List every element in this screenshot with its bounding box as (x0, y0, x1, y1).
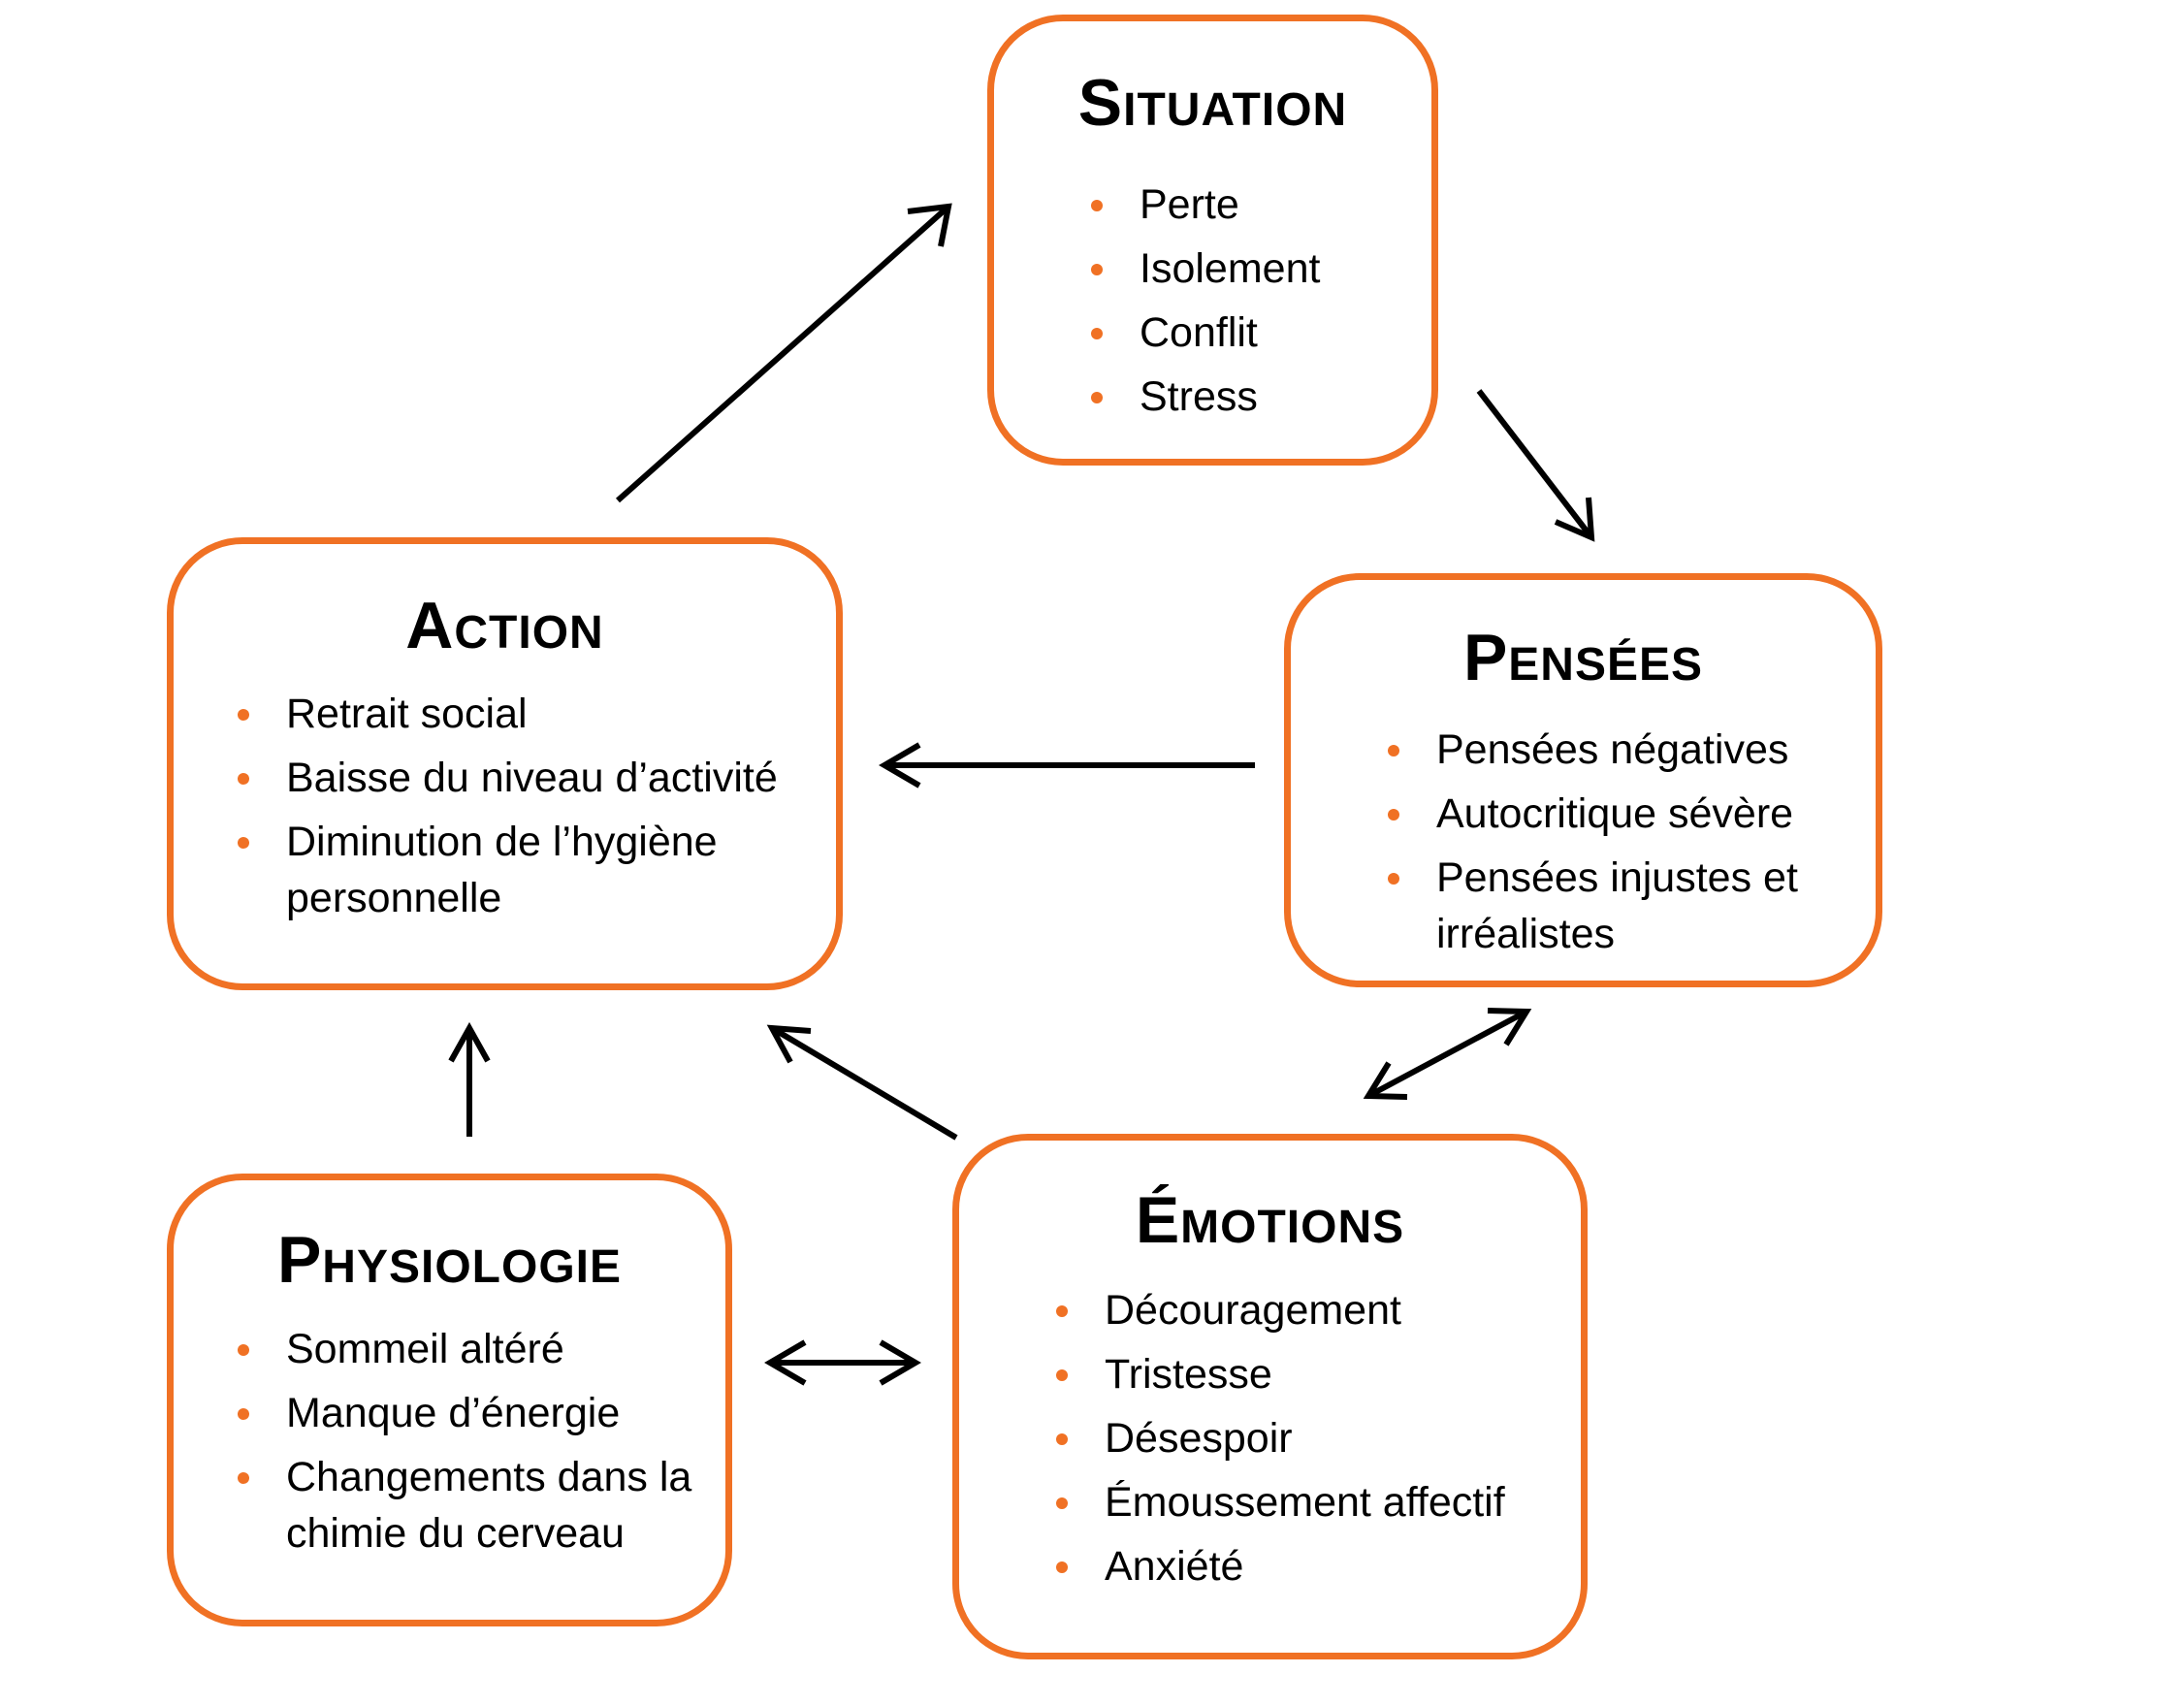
bullet-icon (1056, 1305, 1068, 1317)
item-list: Pensées négatives Autocritique sévère Pe… (1388, 722, 1844, 970)
arrowhead-emotions-end-2 (879, 1339, 921, 1386)
bullet-icon (1388, 809, 1399, 821)
box-physiologie: Physiologie Sommeil altéré Manque d’éner… (167, 1174, 732, 1626)
bullet-icon (238, 837, 249, 849)
item-list: Retrait social Baisse du niveau d’activi… (238, 686, 819, 934)
list-item: Changements dans la chimie du cerveau (238, 1449, 723, 1561)
list-item: Autocritique sévère (1388, 786, 1844, 842)
bullet-icon (1056, 1561, 1068, 1573)
item-list: Perte Isolement Conflit Stress (1091, 177, 1320, 433)
box-title: Situation (1077, 66, 1348, 140)
list-item: Sommeil altéré (238, 1321, 723, 1377)
arrowhead-situation (907, 203, 952, 247)
list-item-text: Sommeil altéré (286, 1326, 564, 1372)
list-item-text: Pensées injustes et irréalistes (1436, 854, 1798, 957)
arrow-pensees-emotions (1366, 1009, 1528, 1099)
list-item-text: Perte (1140, 181, 1239, 228)
bullet-icon (1091, 328, 1103, 339)
list-item-text: Manque d’énergie (286, 1390, 621, 1436)
bullet-icon (238, 1472, 249, 1484)
box-title: Émotions (1135, 1183, 1405, 1257)
box-action: Action Retrait social Baisse du niveau d… (167, 537, 843, 990)
bullet-icon (1388, 873, 1399, 885)
list-item-text: Stress (1140, 373, 1258, 420)
arrow-emotions-to-action (770, 1025, 958, 1141)
box-title: Physiologie (276, 1223, 623, 1297)
list-item: Perte (1091, 177, 1320, 233)
list-item-text: Conflit (1140, 309, 1258, 356)
list-item: Isolement (1091, 241, 1320, 297)
bullet-icon (1056, 1369, 1068, 1381)
list-item-text: Tristesse (1105, 1351, 1272, 1398)
list-item-text: Désespoir (1105, 1415, 1293, 1462)
bullet-icon (1056, 1433, 1068, 1445)
arrow-situation-to-pensees (1476, 389, 1594, 539)
list-item-text: Baisse du niveau d’activité (286, 755, 778, 801)
list-item-text: Découragement (1105, 1287, 1401, 1334)
arrowhead-action-from-emotions (766, 1024, 812, 1064)
bullet-icon (238, 773, 249, 785)
arrow-action-to-situation (616, 204, 950, 503)
list-item-text: Changements dans la chimie du cerveau (286, 1454, 692, 1557)
list-item-text: Isolement (1140, 245, 1321, 292)
arrowhead-pensees-end (1487, 1008, 1532, 1046)
bullet-icon (1388, 745, 1399, 756)
list-item: Désespoir (1056, 1410, 1505, 1466)
list-item-text: Retrait social (286, 691, 528, 737)
list-item: Baisse du niveau d’activité (238, 750, 819, 806)
item-list: Sommeil altéré Manque d’énergie Changeme… (238, 1321, 723, 1569)
arrowhead-pensees (1554, 497, 1595, 542)
arrowhead-emotions-end (1363, 1061, 1408, 1100)
box-title: Pensées (1462, 621, 1704, 694)
list-item: Anxiété (1056, 1538, 1505, 1594)
arrowhead-action-from-physiologie (448, 1021, 491, 1063)
list-item: Retrait social (238, 686, 819, 742)
box-pensees: Pensées Pensées négatives Autocritique s… (1284, 573, 1882, 987)
box-emotions: Émotions Découragement Tristesse Désespo… (952, 1134, 1588, 1659)
arrowhead-action-from-pensees (879, 742, 921, 789)
bullet-icon (1091, 392, 1103, 403)
bullet-icon (238, 709, 249, 721)
list-item: Pensées négatives (1388, 722, 1844, 778)
box-title: Action (405, 589, 604, 662)
list-item: Pensées injustes et irréalistes (1388, 850, 1844, 962)
bullet-icon (238, 1408, 249, 1420)
list-item: Stress (1091, 369, 1320, 425)
list-item: Émoussement affectif (1056, 1474, 1505, 1530)
list-item-text: Anxiété (1105, 1543, 1244, 1590)
list-item-text: Autocritique sévère (1436, 790, 1794, 837)
arrowhead-physiologie-end (764, 1339, 807, 1386)
item-list: Découragement Tristesse Désespoir Émouss… (1056, 1282, 1505, 1602)
bullet-icon (1091, 200, 1103, 211)
bullet-icon (238, 1344, 249, 1356)
list-item-text: Pensées négatives (1436, 726, 1789, 773)
list-item-text: Diminution de l’hygiène personnelle (286, 819, 718, 921)
list-item: Diminution de l’hygiène personnelle (238, 814, 819, 926)
list-item: Découragement (1056, 1282, 1505, 1338)
box-situation: Situation Perte Isolement Conflit Stress (987, 15, 1438, 466)
list-item: Conflit (1091, 305, 1320, 361)
list-item: Manque d’énergie (238, 1385, 723, 1441)
list-item-text: Émoussement affectif (1105, 1479, 1505, 1526)
bullet-icon (1056, 1497, 1068, 1509)
bullet-icon (1091, 264, 1103, 275)
list-item: Tristesse (1056, 1346, 1505, 1402)
